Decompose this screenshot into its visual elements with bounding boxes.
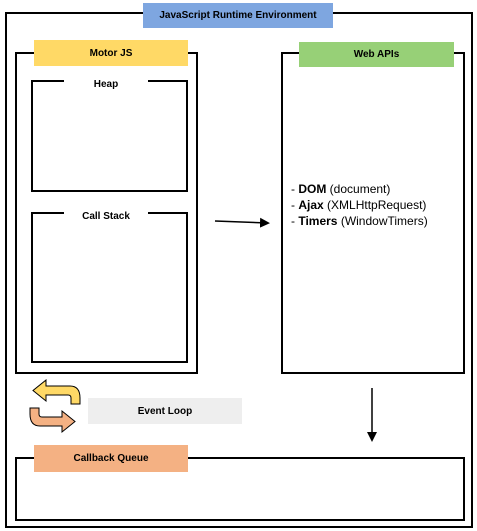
web-apis-list: - DOM (document) - Ajax (XMLHttpRequest)… [291, 181, 428, 229]
event-loop-label: Event Loop [88, 398, 242, 424]
web-api-name: DOM [298, 182, 327, 196]
web-api-item: - DOM (document) [291, 182, 391, 196]
runtime-title: JavaScript Runtime Environment [143, 3, 333, 28]
web-api-name: Timers [298, 214, 338, 228]
call-stack-box [31, 212, 188, 363]
web-api-item: - Ajax (XMLHttpRequest) [291, 198, 427, 212]
web-apis-box [281, 52, 465, 374]
heap-title: Heap [64, 74, 148, 94]
web-api-item: - Timers (WindowTimers) [291, 214, 428, 228]
web-apis-title: Web APIs [299, 42, 454, 67]
engine-to-webapis-arrow [214, 217, 270, 228]
loop-arrows-icon [29, 378, 81, 434]
web-api-name: Ajax [298, 198, 324, 212]
heap-box [31, 80, 188, 192]
engine-title: Motor JS [34, 40, 188, 66]
callback-queue-title: Callback Queue [34, 445, 188, 472]
call-stack-title: Call Stack [64, 207, 148, 225]
